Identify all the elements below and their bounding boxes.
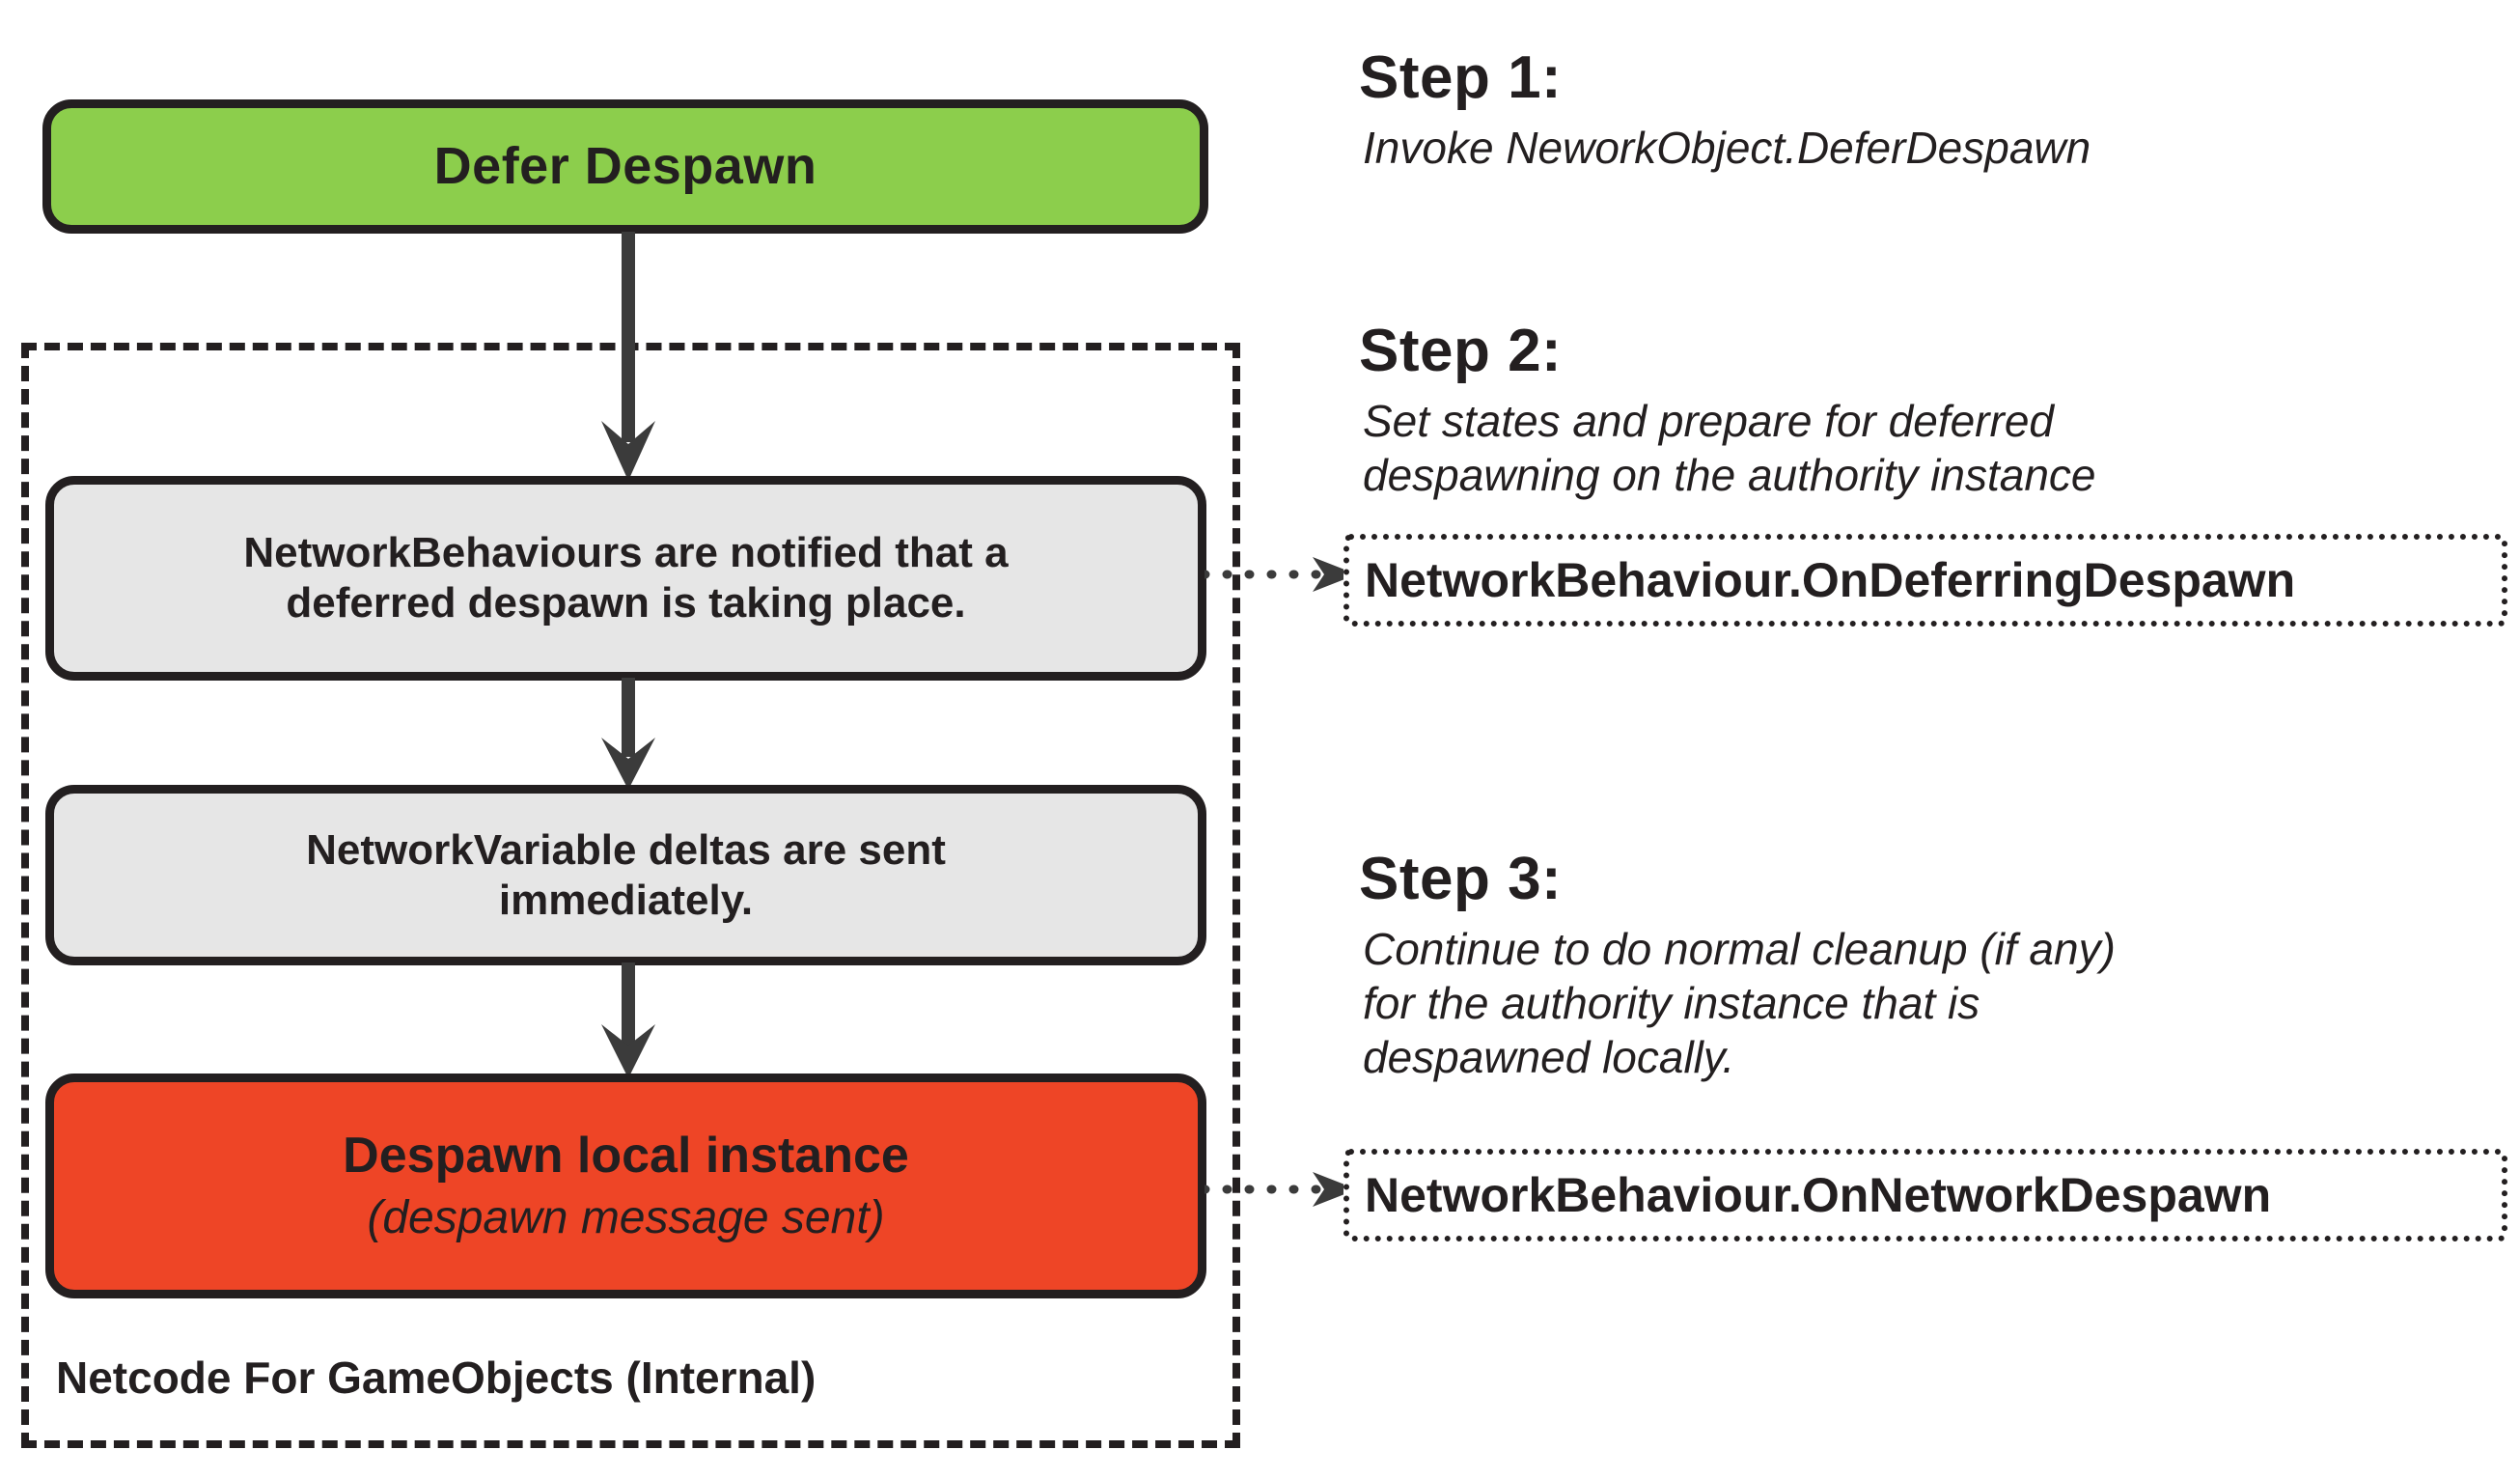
steps-column: Step 1: Invoke NeworkObject.DeferDespawn… — [1359, 0, 2520, 1478]
step-3-heading: Step 3: — [1359, 846, 1563, 912]
flow-node-notify-behaviours: NetworkBehaviours are notified that a de… — [45, 476, 1206, 681]
flow-node-deltas-line-1: NetworkVariable deltas are sent — [306, 825, 946, 874]
dotted-connector-step2 — [1205, 557, 1357, 592]
step-3-description: Continue to do normal cleanup (if any) f… — [1363, 922, 2463, 1084]
flow-node-despawn-local-instance: Despawn local instance (despawn message … — [45, 1074, 1206, 1298]
flow-node-deltas-line-2: immediately. — [498, 876, 754, 924]
step-3-description-line-2: for the authority instance that is — [1363, 978, 1980, 1029]
step-1-description: Invoke NeworkObject.DeferDespawn — [1363, 121, 2463, 175]
step-3-description-line-3: despawned locally. — [1363, 1032, 1735, 1083]
internal-scope-label: Netcode For GameObjects (Internal) — [56, 1353, 817, 1403]
step-2-description-line-1: Set states and prepare for deferred — [1363, 396, 2054, 446]
step-1-description-line-1: Invoke NeworkObject.DeferDespawn — [1363, 123, 2091, 173]
step-2-description-line-2: despawning on the authority instance — [1363, 450, 2096, 501]
flow-arrow-down-3 — [601, 962, 655, 1078]
flow-node-despawn-local-line-1: Despawn local instance — [343, 1127, 909, 1184]
step-2-description: Set states and prepare for deferred desp… — [1363, 394, 2463, 502]
callout-on-deferring-despawn: NetworkBehaviour.OnDeferringDespawn — [1343, 534, 2507, 627]
flow-node-defer-despawn: Defer Despawn — [42, 99, 1208, 234]
callout-on-network-despawn: NetworkBehaviour.OnNetworkDespawn — [1343, 1149, 2507, 1241]
flow-node-networkvariable-deltas: NetworkVariable deltas are sent immediat… — [45, 785, 1206, 965]
step-2-heading: Step 2: — [1359, 318, 1563, 384]
flow-node-despawn-local-line-2: (despawn message sent) — [367, 1191, 885, 1243]
flow-node-notify-line-1: NetworkBehaviours are notified that a — [243, 529, 1009, 577]
flow-arrow-down-2 — [601, 678, 655, 790]
step-1-heading: Step 1: — [1359, 44, 1563, 111]
flow-node-defer-despawn-label: Defer Despawn — [433, 136, 817, 195]
step-3-description-line-1: Continue to do normal cleanup (if any) — [1363, 924, 2116, 974]
dotted-connector-step3 — [1205, 1172, 1357, 1207]
flow-arrow-down-1 — [601, 232, 655, 481]
flow-node-notify-line-2: deferred despawn is taking place. — [286, 579, 966, 627]
